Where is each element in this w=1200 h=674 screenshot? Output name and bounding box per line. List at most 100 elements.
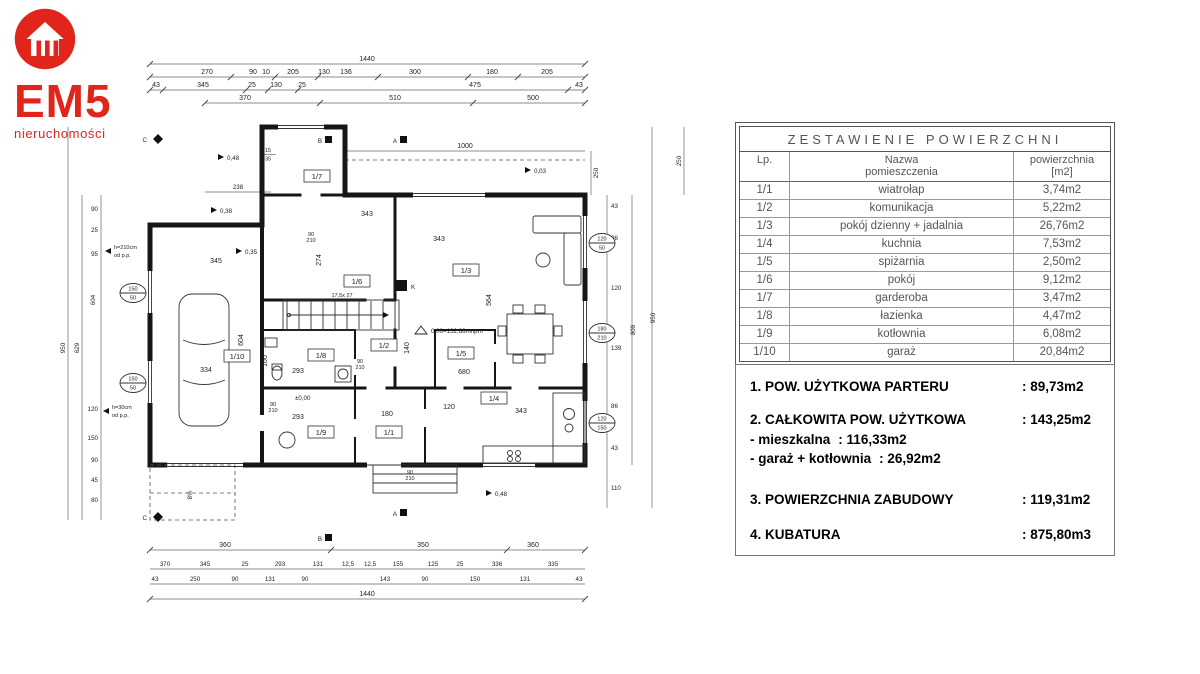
window-size-label: 150 xyxy=(128,377,137,383)
room-id-label: 1/7 xyxy=(312,172,322,181)
washer-icon xyxy=(334,365,352,383)
dim-label: 120 xyxy=(88,406,99,413)
dim-label: 293 xyxy=(275,561,286,568)
table-row: 1/10 garaż 20,84m2 xyxy=(740,344,1110,361)
coffee-table-icon xyxy=(535,252,551,268)
summary-value: : 26,92m2 xyxy=(879,451,941,466)
window-size-label: 120 xyxy=(597,417,606,423)
section-letter: B xyxy=(318,536,322,543)
col-header-name: Nazwa pomieszczenia xyxy=(790,152,1014,182)
table-row: 1/2 komunikacja 5,22m2 xyxy=(740,200,1110,218)
dim-label: 155 xyxy=(393,561,404,568)
dimension-chains-top: 1440 270 90 10 205 130 136 300 180 205 4… xyxy=(146,56,685,195)
section-letter: A xyxy=(393,138,398,145)
window-size-label: 50 xyxy=(130,296,136,302)
dim-label: 205 xyxy=(287,69,299,76)
dimension-chains-bottom: 360 350 360 370 345 25 293 131 12,5 12,5… xyxy=(146,542,589,603)
chair-icon xyxy=(512,304,524,314)
door-size-label: 90 xyxy=(407,470,413,476)
slope-label: 8% xyxy=(187,490,194,499)
room-labels: 1/1 1/2 1/3 1/4 1/5 1/6 1/7 1/8 1/9 1/10 xyxy=(223,169,508,439)
dim-label: 120 xyxy=(443,404,455,411)
table-row: 1/7 garderoba 3,47m2 xyxy=(740,290,1110,308)
room-id-label: 1/3 xyxy=(461,266,471,275)
summary-label: - garaż + kotłownia xyxy=(750,451,872,466)
section-markers: B A B A C C xyxy=(143,134,407,543)
row-area: 3,47m2 xyxy=(1014,290,1110,308)
summary-value: : 875,80m3 xyxy=(1022,527,1092,542)
summary-panel: 1. POW. UŻYTKOWA PARTERU : 89,73m2 2. CA… xyxy=(735,364,1115,556)
height-note: od p.p. xyxy=(114,253,131,259)
window-size-label: 180 xyxy=(597,327,606,333)
row-name: pokój dzienny + jadalnia xyxy=(790,218,1014,236)
section-letter: C xyxy=(143,515,148,522)
dim-label: 500 xyxy=(527,95,539,102)
row-name: wiatrołap xyxy=(790,182,1014,200)
row-name: garderoba xyxy=(790,290,1014,308)
room-id-label: 1/4 xyxy=(489,394,499,403)
section-marker xyxy=(153,512,163,522)
entrance-steps xyxy=(372,464,458,494)
dim-label: 345 xyxy=(200,561,211,568)
summary-row: 4. KUBATURA : 875,80m3 xyxy=(750,527,1100,542)
dim-label: 345 xyxy=(210,258,222,265)
dim-label: 90 xyxy=(232,576,239,583)
dim-label: 25 xyxy=(248,82,256,89)
section-marker xyxy=(400,136,407,143)
row-name: kotłownia xyxy=(790,326,1014,344)
dim-label: 1440 xyxy=(359,591,375,598)
dim-label: 130 xyxy=(270,82,282,89)
section-marker xyxy=(325,534,332,541)
sink-icon xyxy=(564,423,574,433)
row-lp: 1/2 xyxy=(740,200,790,218)
summary-value: : 116,33m2 xyxy=(838,432,907,447)
dim-label: 95 xyxy=(91,251,98,258)
door-size-label: 90 xyxy=(357,359,363,365)
section-marker xyxy=(325,136,332,143)
dim-label: 90 xyxy=(422,576,429,583)
dim-label: 130 xyxy=(318,69,330,76)
summary-label: 2. CAŁKOWITA POW. UŻYTKOWA xyxy=(750,412,966,427)
dim-label: 205 xyxy=(541,69,553,76)
door-size-label: 90 xyxy=(270,402,276,408)
stairs-dimension-label: 17,5x 27 xyxy=(331,293,352,299)
sink-icon xyxy=(563,408,575,420)
dim-label: 629 xyxy=(74,342,81,353)
dim-label: 1000 xyxy=(457,143,473,150)
row-area: 7,53m2 xyxy=(1014,236,1110,254)
dim-label: 150 xyxy=(88,435,99,442)
level-label: 0,35 xyxy=(245,249,258,256)
window-size-label: 150 xyxy=(597,426,606,432)
height-note: h=210cm xyxy=(114,245,137,251)
row-name: kuchnia xyxy=(790,236,1014,254)
toilet-icon xyxy=(271,365,283,381)
hob-icon xyxy=(507,450,513,456)
room-id-label: 1/2 xyxy=(379,341,389,350)
dim-label: 343 xyxy=(361,211,373,218)
dim-label: 604 xyxy=(90,294,97,305)
sofa-icon xyxy=(532,215,582,234)
room-id-label: 1/9 xyxy=(316,428,326,437)
dim-label: 335 xyxy=(548,561,559,568)
dim-label: 131 xyxy=(520,576,531,583)
row-area: 5,22m2 xyxy=(1014,200,1110,218)
table-row: 1/4 kuchnia 7,53m2 xyxy=(740,236,1110,254)
height-note: h=30cm xyxy=(112,405,132,411)
summary-label: 3. POWIERZCHNIA ZABUDOWY xyxy=(750,492,954,507)
logo-tagline: nieruchomości xyxy=(14,126,106,142)
row-name: łazienka xyxy=(790,308,1014,326)
door-size-label: 210 xyxy=(306,238,315,244)
dim-label: 45 xyxy=(91,477,98,484)
kitchen-counter xyxy=(552,392,586,464)
table-header-row: Lp. Nazwa pomieszczenia powierzchnia [m2… xyxy=(740,152,1110,182)
row-name: komunikacja xyxy=(790,200,1014,218)
row-name: pokój xyxy=(790,272,1014,290)
section-letter: A xyxy=(393,511,398,518)
chair-icon xyxy=(497,325,507,337)
logo: EM5 nieruchomości xyxy=(14,8,164,141)
row-lp: 1/9 xyxy=(740,326,790,344)
room-id-label: 1/5 xyxy=(456,349,466,358)
dim-label: 250 xyxy=(676,155,683,166)
dim-label: 131 xyxy=(313,561,324,568)
summary-label: 1. POW. UŻYTKOWA PARTERU xyxy=(750,379,949,394)
